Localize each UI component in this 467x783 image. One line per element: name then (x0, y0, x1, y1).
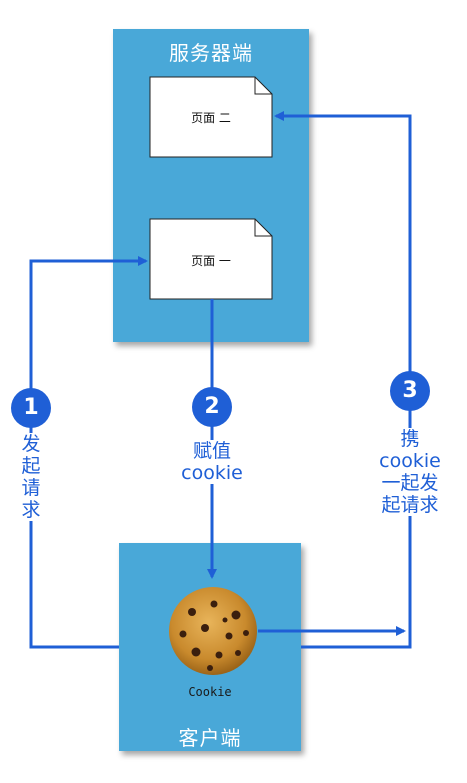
step-1-line: 请 (21, 477, 41, 499)
step-1-text: 发 起 请 求 (11, 433, 51, 521)
page-two-document (149, 76, 273, 158)
step-3-text: 携 cookie 一起发 起请求 (365, 428, 455, 516)
step-3-badge: 3 (390, 371, 430, 411)
cookie-label: Cookie (188, 685, 232, 699)
step-1-line: 起 (21, 455, 41, 477)
client-title: 客户端 (178, 726, 242, 750)
step-2-line: cookie (181, 462, 243, 484)
step-1-line: 求 (21, 499, 41, 521)
step-3-line: cookie (379, 450, 441, 472)
step-3-line: 携 (400, 428, 420, 450)
step-1-line: 发 (21, 433, 41, 455)
step-2-badge: 2 (192, 387, 232, 427)
page-one-fold (254, 219, 272, 237)
cookie-image (169, 587, 257, 675)
page-two-fold (254, 77, 272, 95)
step-2-line: 赋值 (192, 440, 231, 462)
page-two-label: 页面 二 (191, 111, 231, 125)
step-1-badge: 1 (11, 388, 51, 428)
step-3-line: 一起发 (381, 472, 439, 494)
step-2-text: 赋值 cookie (162, 440, 262, 484)
server-title: 服务器端 (169, 41, 253, 65)
step-3-line: 起请求 (381, 494, 439, 516)
page-one-label: 页面 一 (191, 254, 231, 268)
page-one-document (149, 218, 273, 300)
